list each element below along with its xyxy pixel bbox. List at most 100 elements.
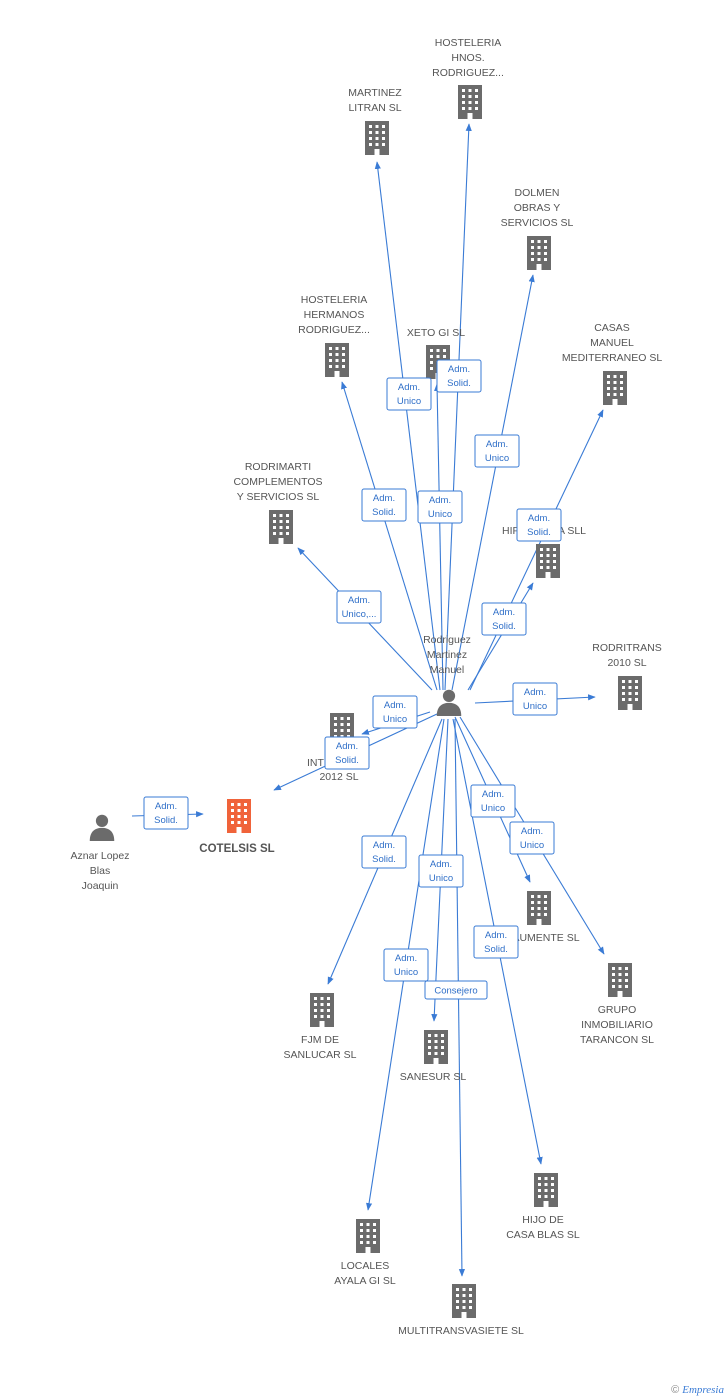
edge-label-text: Adm. bbox=[336, 741, 358, 752]
edge-rodriguez-to-hosteleria-hnos bbox=[444, 123, 472, 691]
edge-label-text: Solid. bbox=[335, 755, 359, 766]
node-label: MANUEL bbox=[590, 337, 634, 349]
edge-label-text: Unico bbox=[428, 509, 452, 520]
edge-label-text: Unico bbox=[383, 714, 407, 725]
node-xeto[interactable]: XETO GI SL bbox=[407, 327, 465, 379]
edge-label-box bbox=[516, 508, 562, 542]
building-icon bbox=[603, 371, 627, 405]
edge-label-box bbox=[509, 821, 555, 855]
node-label: OBRAS Y bbox=[514, 202, 561, 214]
node-label: TARANCON SL bbox=[580, 1034, 654, 1046]
edge-label-box bbox=[473, 925, 519, 959]
edge-label-rodriguez-to-hosteleria-hnos[interactable]: Adm.Solid. bbox=[436, 359, 482, 393]
node-label: LITRAN SL bbox=[348, 102, 401, 114]
edge-label-text: Adm. bbox=[373, 840, 395, 851]
edge-label-rodriguez-to-aumente[interactable]: Adm. Unico bbox=[470, 784, 516, 818]
edge-label-rodriguez-to-dolmen[interactable]: Adm.Unico bbox=[474, 434, 520, 468]
node-label: Manuel bbox=[430, 664, 464, 676]
edge-label-box bbox=[143, 796, 189, 830]
node-label: 2010 SL bbox=[607, 657, 646, 669]
edge-label-rodriguez-to-rodritrans[interactable]: Adm.Unico bbox=[512, 682, 558, 716]
edge-label-rodriguez-to-locales-ayala[interactable]: Adm.Unico bbox=[383, 948, 429, 982]
edge-label-rodriguez-to-hosteleria-hermanos[interactable]: Adm.Solid. bbox=[361, 488, 407, 522]
edge-label-text: Unico bbox=[523, 701, 547, 712]
node-label: XETO GI SL bbox=[407, 327, 465, 339]
node-sanesur[interactable]: SANESUR SL bbox=[400, 1030, 467, 1083]
node-label: RODRIMARTI bbox=[245, 461, 311, 473]
node-martinez-litran[interactable]: MARTINEZ LITRAN SL bbox=[348, 87, 402, 155]
edge-label-rodriguez-to-grupo-inmobiliario[interactable]: Adm.Unico bbox=[509, 821, 555, 855]
edge-label-text: Unico bbox=[481, 803, 505, 814]
edge-label-rodriguez-to-hip-sll[interactable]: Adm.Solid. bbox=[481, 602, 527, 636]
edge-label-box bbox=[336, 590, 382, 624]
edge-label-rodriguez-to-hijo-casa-blas[interactable]: Adm. Solid. bbox=[473, 925, 519, 959]
edge-label-aznar-to-cotelsis[interactable]: Adm.Solid. bbox=[143, 796, 189, 830]
node-label: HIJO DE bbox=[522, 1214, 563, 1226]
building-icon bbox=[458, 85, 482, 119]
node-label: RODRITRANS bbox=[592, 642, 661, 654]
edge-label-text: Consejero bbox=[434, 986, 477, 997]
node-hosteleria-hnos[interactable]: HOSTELERIAHNOS.RODRIGUEZ... bbox=[432, 37, 504, 119]
node-label: MEDITERRANEO SL bbox=[562, 352, 663, 364]
edge-label-box bbox=[481, 602, 527, 636]
node-multitransvasiete[interactable]: MULTITRANSVASIETE SL bbox=[398, 1284, 524, 1337]
building-icon bbox=[269, 510, 293, 544]
edge-label-rodriguez-to-martinez-litran[interactable]: Adm.Unico bbox=[386, 377, 432, 411]
node-label: Joaquin bbox=[82, 880, 119, 892]
node-label: COTELSIS SL bbox=[199, 843, 274, 855]
building-icon bbox=[325, 343, 349, 377]
edge-label-box bbox=[470, 784, 516, 818]
node-label: RODRIGUEZ... bbox=[298, 324, 370, 336]
edge-label-rodriguez-to-multitransvasiete[interactable]: Consejero bbox=[424, 980, 488, 1000]
edge-label-rodriguez-to-xeto[interactable]: Adm.Unico bbox=[417, 490, 463, 524]
edge-label-rodriguez-to-sanesur[interactable]: Adm.Unico bbox=[418, 854, 464, 888]
edge-rodriguez-to-hosteleria-hermanos bbox=[341, 381, 438, 691]
edge-label-text: Adm. bbox=[485, 930, 507, 941]
node-cotelsis[interactable]: COTELSIS SL bbox=[199, 799, 275, 855]
copyright-symbol: © bbox=[671, 1384, 680, 1396]
footer-brand[interactable]: ©Empresia bbox=[671, 1384, 724, 1396]
edge-rodriguez-to-dolmen bbox=[451, 274, 535, 691]
edge-label-text: Solid. bbox=[372, 854, 396, 865]
node-label: MARTINEZ bbox=[348, 87, 402, 99]
edge-label-rodriguez-to-cotelsis[interactable]: Adm. Solid. bbox=[324, 736, 370, 770]
node-hosteleria-hermanos[interactable]: HOSTELERIAHERMANOSRODRIGUEZ... bbox=[298, 294, 370, 377]
building-icon bbox=[527, 891, 551, 925]
building-icon bbox=[227, 799, 251, 833]
node-label: MULTITRANSVASIETE SL bbox=[398, 1325, 524, 1337]
node-label: CASAS bbox=[594, 322, 630, 334]
edge-label-rodriguez-to-inter-2012[interactable]: Adm.Unico bbox=[372, 695, 418, 729]
node-label: Rodriguez bbox=[423, 634, 471, 646]
edge-label-text: Unico bbox=[429, 873, 453, 884]
edge-label-text: Adm. bbox=[486, 439, 508, 450]
node-label: INMOBILIARIO bbox=[581, 1019, 653, 1031]
node-label: SANESUR SL bbox=[400, 1071, 467, 1083]
edge-label-text: Adm. bbox=[155, 801, 177, 812]
node-aumente[interactable]: AUMENTE SL bbox=[512, 891, 580, 944]
edge-label-text: Solid. bbox=[484, 944, 508, 955]
person-icon bbox=[89, 814, 115, 841]
edge-label-text: Adm. bbox=[482, 789, 504, 800]
building-icon bbox=[618, 676, 642, 710]
node-label: HNOS. bbox=[451, 52, 484, 64]
node-label: AUMENTE SL bbox=[512, 932, 579, 944]
edge-label-text: Unico bbox=[520, 840, 544, 851]
edge-label-rodriguez-to-fjm[interactable]: Adm. Solid. bbox=[361, 835, 407, 869]
edge-label-text: Solid. bbox=[527, 527, 551, 538]
building-icon bbox=[424, 1030, 448, 1064]
edge-label-rodriguez-to-casas-manuel[interactable]: Adm.Solid. bbox=[516, 508, 562, 542]
edge-label-rodriguez-to-rodrimarti[interactable]: Adm.Unico,... bbox=[336, 590, 382, 624]
node-rodritrans[interactable]: RODRITRANS 2010 SL bbox=[592, 642, 662, 710]
edge-label-box bbox=[417, 490, 463, 524]
node-casas-manuel[interactable]: CASAS MANUEL MEDITERRANEO SL bbox=[562, 322, 663, 405]
